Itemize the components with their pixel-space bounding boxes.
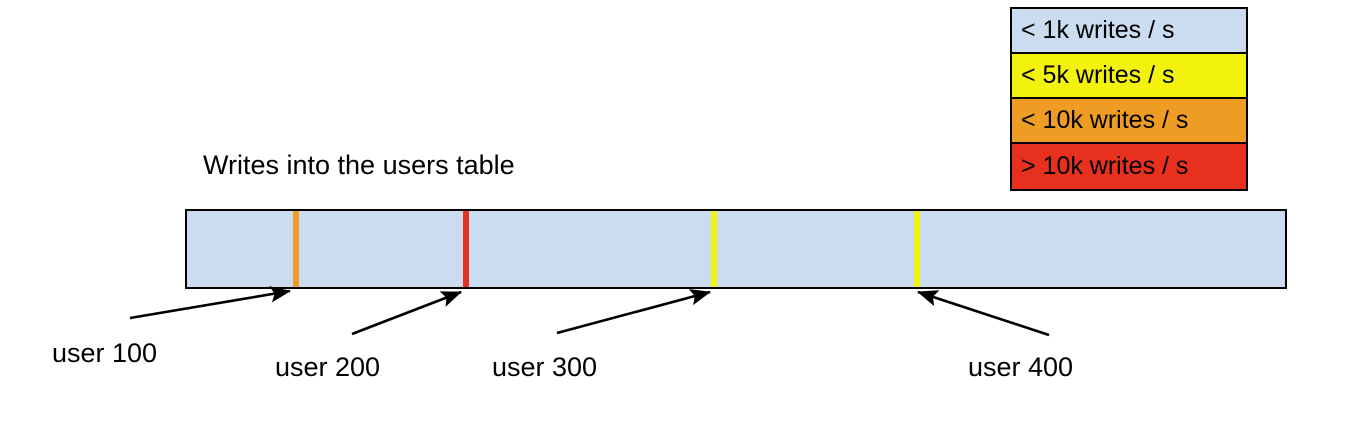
legend-row: < 1k writes / s [1012,9,1246,54]
user-400-divider [914,211,921,287]
legend-row: < 10k writes / s [1012,99,1246,144]
legend-row: > 10k writes / s [1012,144,1246,189]
legend-row: < 5k writes / s [1012,54,1246,99]
pointer-arrow [917,290,1050,337]
user-marker-label: user 100 [52,338,158,368]
legend-row-label: < 5k writes / s [1021,61,1175,89]
user-200-divider [463,211,470,287]
legend-row-label: < 1k writes / s [1021,16,1175,44]
user-300-divider [711,211,718,287]
legend-row-label: > 10k writes / s [1021,152,1189,180]
pointer-arrow [129,286,292,320]
user-marker-label: user 300 [492,352,598,382]
user-marker-label: user 400 [968,352,1074,382]
pointer-arrow [351,290,462,336]
legend-row-label: < 10k writes / s [1021,106,1189,134]
page-title: Writes into the users table [203,150,515,180]
user-marker-label: user 200 [275,352,381,382]
legend: < 1k writes / s < 5k writes / s < 10k wr… [1010,7,1248,191]
pointer-arrow [556,289,712,335]
users-table-bar [185,209,1287,289]
user-100-divider [292,211,299,287]
